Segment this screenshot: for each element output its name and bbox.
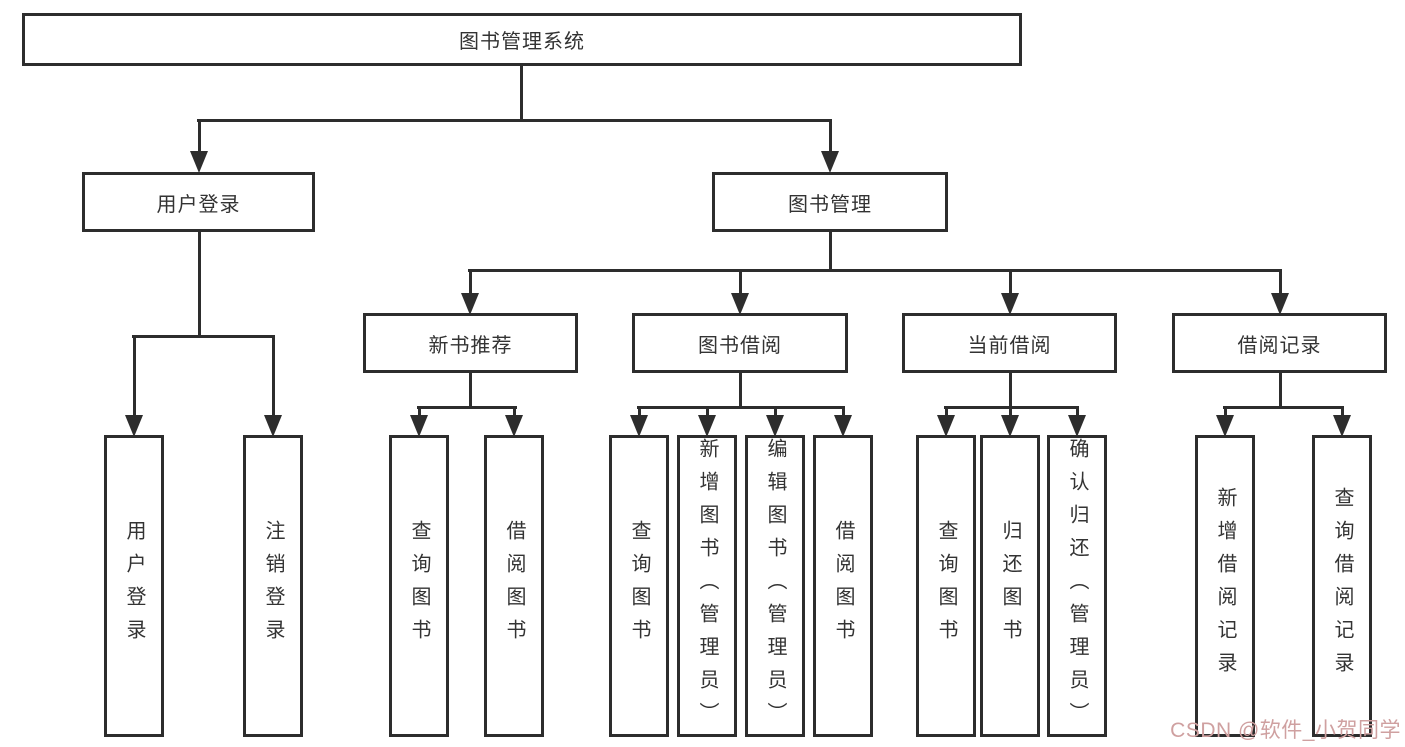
arrow-down-icon <box>1216 415 1234 437</box>
connector-vertical <box>1009 407 1012 418</box>
leaf-query-book-1-label: 查询图书 <box>408 520 430 652</box>
connector-vertical <box>469 270 472 298</box>
leaf-query-borrow-record-label: 查询借阅记录 <box>1331 487 1353 685</box>
arrow-down-icon <box>1271 293 1289 315</box>
arrow-down-icon <box>698 415 716 437</box>
arrow-down-icon <box>125 415 143 437</box>
arrow-down-icon <box>410 415 428 437</box>
node-book-management-label: 图书管理 <box>788 193 872 216</box>
node-root: 图书管理系统 <box>22 13 1022 66</box>
arrow-down-icon <box>1001 415 1019 437</box>
connector-vertical <box>418 407 421 418</box>
connector-horizontal <box>944 406 1079 409</box>
watermark: CSDN @软件_小贺同学 <box>1170 719 1401 742</box>
leaf-logout-label: 注销登录 <box>262 520 284 652</box>
connector-vertical <box>520 64 523 122</box>
leaf-return-book-label: 归还图书 <box>999 520 1021 652</box>
arrow-down-icon <box>264 415 282 437</box>
leaf-confirm-return-admin: 确认归还（管理员） <box>1047 435 1107 737</box>
connector-vertical <box>638 407 641 418</box>
arrow-down-icon <box>1333 415 1351 437</box>
connector-horizontal <box>1223 406 1344 409</box>
connector-vertical <box>739 371 742 409</box>
connector-horizontal <box>417 406 517 409</box>
leaf-user-login: 用户登录 <box>104 435 164 737</box>
leaf-add-borrow-record-label: 新增借阅记录 <box>1214 487 1236 685</box>
leaf-logout: 注销登录 <box>243 435 303 737</box>
node-new-book-recommend-label: 新书推荐 <box>428 334 513 357</box>
leaf-query-book-2: 查询图书 <box>609 435 669 737</box>
arrow-down-icon <box>821 151 839 173</box>
connector-vertical <box>1224 407 1227 418</box>
leaf-query-book-2-label: 查询图书 <box>628 520 650 652</box>
leaf-add-book-admin: 新增图书（管理员） <box>677 435 737 737</box>
leaf-query-book-3-label: 查询图书 <box>935 520 957 652</box>
node-borrow-record-label: 借阅记录 <box>1237 334 1322 357</box>
connector-vertical <box>774 407 777 418</box>
leaf-borrow-book-1-label: 借阅图书 <box>503 520 525 652</box>
leaf-edit-book-admin-label: 编辑图书（管理员） <box>764 438 786 735</box>
arrow-down-icon <box>630 415 648 437</box>
connector-vertical <box>1009 270 1012 298</box>
leaf-query-book-1: 查询图书 <box>389 435 449 737</box>
connector-vertical <box>829 119 832 155</box>
node-current-borrow-label: 当前借阅 <box>967 334 1052 357</box>
node-book-borrow: 图书借阅 <box>632 313 848 373</box>
connector-horizontal <box>468 269 1282 272</box>
connector-vertical <box>1341 407 1344 418</box>
arrow-down-icon <box>505 415 523 437</box>
leaf-add-borrow-record: 新增借阅记录 <box>1195 435 1255 737</box>
connector-vertical <box>842 407 845 418</box>
connector-horizontal <box>132 335 275 338</box>
connector-vertical <box>1009 371 1012 409</box>
connector-vertical <box>706 407 709 418</box>
connector-horizontal <box>197 119 832 122</box>
node-root-label: 图书管理系统 <box>459 31 585 53</box>
leaf-return-book: 归还图书 <box>980 435 1040 737</box>
node-current-borrow: 当前借阅 <box>902 313 1117 373</box>
arrow-down-icon <box>766 415 784 437</box>
connector-vertical <box>739 270 742 298</box>
connector-vertical <box>198 119 201 155</box>
arrow-down-icon <box>1068 415 1086 437</box>
arrow-down-icon <box>937 415 955 437</box>
leaf-edit-book-admin: 编辑图书（管理员） <box>745 435 805 737</box>
node-book-borrow-label: 图书借阅 <box>698 334 782 357</box>
leaf-query-book-3: 查询图书 <box>916 435 976 737</box>
connector-vertical <box>133 336 136 420</box>
connector-vertical <box>513 407 516 418</box>
node-user-login: 用户登录 <box>82 172 315 232</box>
leaf-borrow-book-2: 借阅图书 <box>813 435 873 737</box>
leaf-borrow-book-2-label: 借阅图书 <box>832 520 854 652</box>
connector-vertical <box>1279 371 1282 409</box>
leaf-query-borrow-record: 查询借阅记录 <box>1312 435 1372 737</box>
node-user-login-label: 用户登录 <box>156 193 241 216</box>
connector-vertical <box>198 230 201 338</box>
connector-vertical <box>469 371 472 409</box>
leaf-add-book-admin-label: 新增图书（管理员） <box>696 438 718 735</box>
arrow-down-icon <box>461 293 479 315</box>
connector-vertical <box>1279 270 1282 298</box>
connector-vertical <box>272 336 275 420</box>
connector-vertical <box>829 230 832 272</box>
arrow-down-icon <box>1001 293 1019 315</box>
connector-vertical <box>945 407 948 418</box>
leaf-user-login-label: 用户登录 <box>123 520 145 652</box>
connector-vertical <box>1076 407 1079 418</box>
node-borrow-record: 借阅记录 <box>1172 313 1387 373</box>
node-new-book-recommend: 新书推荐 <box>363 313 578 373</box>
arrow-down-icon <box>190 151 208 173</box>
leaf-borrow-book-1: 借阅图书 <box>484 435 544 737</box>
arrow-down-icon <box>834 415 852 437</box>
connector-horizontal <box>637 406 845 409</box>
leaf-confirm-return-admin-label: 确认归还（管理员） <box>1066 438 1088 735</box>
node-book-management: 图书管理 <box>712 172 948 232</box>
arrow-down-icon <box>731 293 749 315</box>
